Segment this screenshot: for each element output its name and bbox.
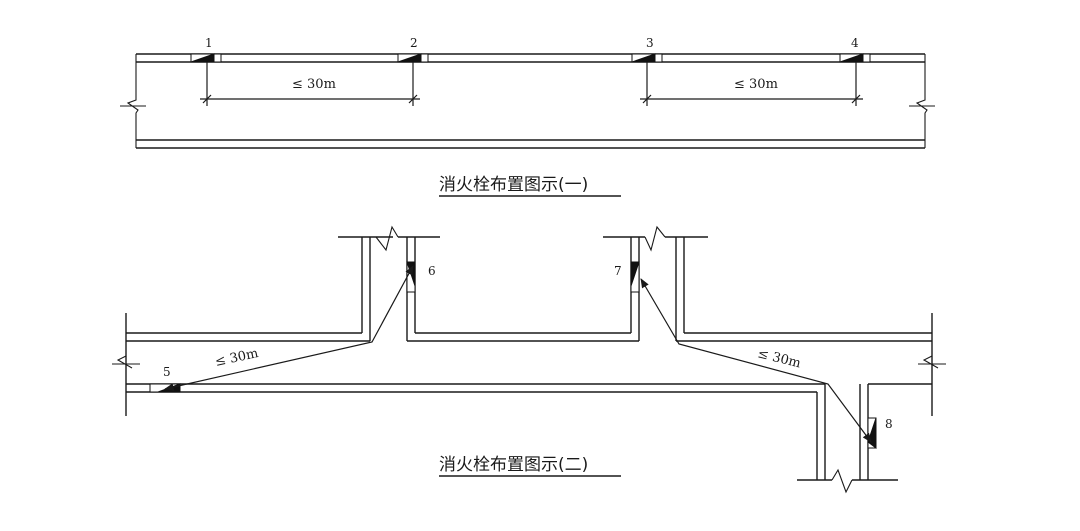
break-symbol-left-2 <box>116 355 133 369</box>
hydrant-label-4: 4 <box>851 36 859 50</box>
dimension-line-3-4 <box>640 62 863 106</box>
hydrant-label-1: 1 <box>205 36 213 50</box>
corridor-1-walls <box>120 53 935 149</box>
hydrant-2 <box>397 53 429 63</box>
hydrant-7 <box>630 261 640 293</box>
hydrant-1 <box>190 53 222 63</box>
diagram-1: 1 2 3 4 ≤ 30m ≤ 30m 消火栓布置图示(一) <box>120 36 935 197</box>
hydrant-4 <box>839 53 871 63</box>
spacing-label-1-2: ≤ 30m <box>292 77 336 92</box>
break-symbol-branch-left <box>375 225 399 252</box>
path-7-8 <box>640 278 872 443</box>
caption-diagram-1: 消火栓布置图示(一) <box>439 175 588 195</box>
break-symbol-right-2 <box>922 355 939 369</box>
path-5-6 <box>164 265 414 391</box>
spacing-label-5-6: ≤ 30m <box>214 346 260 370</box>
caption-diagram-2: 消火栓布置图示(二) <box>439 455 588 475</box>
spacing-label-7-8: ≤ 30m <box>756 346 802 371</box>
hydrant-3 <box>631 53 663 63</box>
hydrant-label-8: 8 <box>885 417 893 431</box>
break-symbol-left <box>126 54 139 148</box>
hydrant-label-7: 7 <box>614 264 622 278</box>
hydrant-label-5: 5 <box>163 365 171 379</box>
dimension-line-1-2 <box>200 62 420 106</box>
diagram-2: 5 6 7 8 ≤ 30m ≤ 30m 消火栓布置图示(二) <box>112 225 946 494</box>
break-symbol-right <box>915 54 928 148</box>
hydrant-6 <box>406 261 416 293</box>
hydrant-label-3: 3 <box>646 36 654 50</box>
spacing-label-3-4: ≤ 30m <box>734 77 778 92</box>
break-symbol-bottom <box>831 468 853 494</box>
hydrant-8 <box>867 417 877 449</box>
hydrant-label-2: 2 <box>410 36 418 50</box>
hydrant-label-6: 6 <box>428 264 436 278</box>
break-symbol-branch-right <box>644 225 666 252</box>
hydrant-5 <box>149 383 181 393</box>
